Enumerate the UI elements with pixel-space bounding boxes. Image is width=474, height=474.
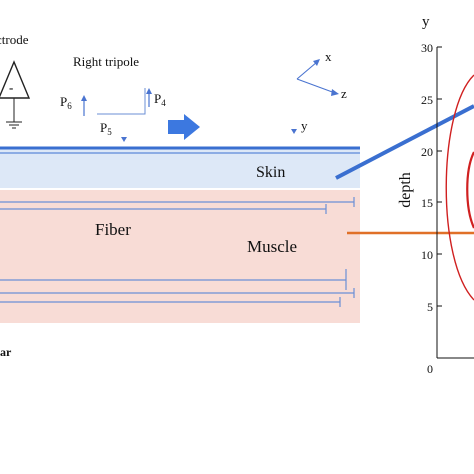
y-arrow-icon	[291, 129, 297, 134]
depth-plot: 30 25 20 15 10 5 0 y depth	[397, 14, 474, 376]
axis-z-label: z	[341, 86, 347, 101]
muscle-label: Muscle	[247, 237, 297, 256]
axis-x-label: x	[325, 49, 332, 64]
muscle-layer	[0, 190, 360, 323]
minus-sign: -	[9, 80, 13, 95]
skin-layer	[0, 148, 360, 188]
skin-label: Skin	[256, 164, 285, 181]
y-tick-0: 0	[427, 362, 433, 376]
p4-arrow-icon	[146, 88, 152, 107]
p6-label: P6	[60, 94, 72, 111]
electrode-icon: -	[0, 60, 31, 129]
depth-label: depth	[397, 172, 414, 208]
p4-label: P4	[154, 91, 166, 108]
y-tick-20: 20	[421, 145, 433, 159]
p5-label: P5	[100, 120, 112, 137]
y-tick-30: 30	[421, 41, 433, 55]
electrode-label: ctrode	[0, 32, 29, 47]
plot-y-axis-title: y	[422, 14, 430, 30]
p5-arrow-icon	[121, 137, 127, 142]
propagation-arrow-icon	[168, 114, 200, 140]
right-tripole-label: Right tripole	[73, 54, 139, 69]
p6-arrow-icon	[81, 95, 87, 116]
y-tick-15: 15	[421, 196, 433, 210]
skin-callout-line	[335, 104, 474, 180]
axis-y-label: y	[301, 118, 308, 133]
red-inner-contour	[466, 151, 474, 229]
y-tick-25: 25	[421, 93, 433, 107]
tripole-connector	[97, 88, 146, 115]
coordinate-axes	[296, 59, 339, 96]
bottom-fragment-label: ar	[0, 345, 12, 359]
y-tick-10: 10	[421, 248, 433, 262]
y-tick-5: 5	[427, 300, 433, 314]
fiber-lines	[0, 197, 355, 307]
red-contour-curve	[445, 74, 474, 301]
fiber-label: Fiber	[95, 220, 131, 239]
